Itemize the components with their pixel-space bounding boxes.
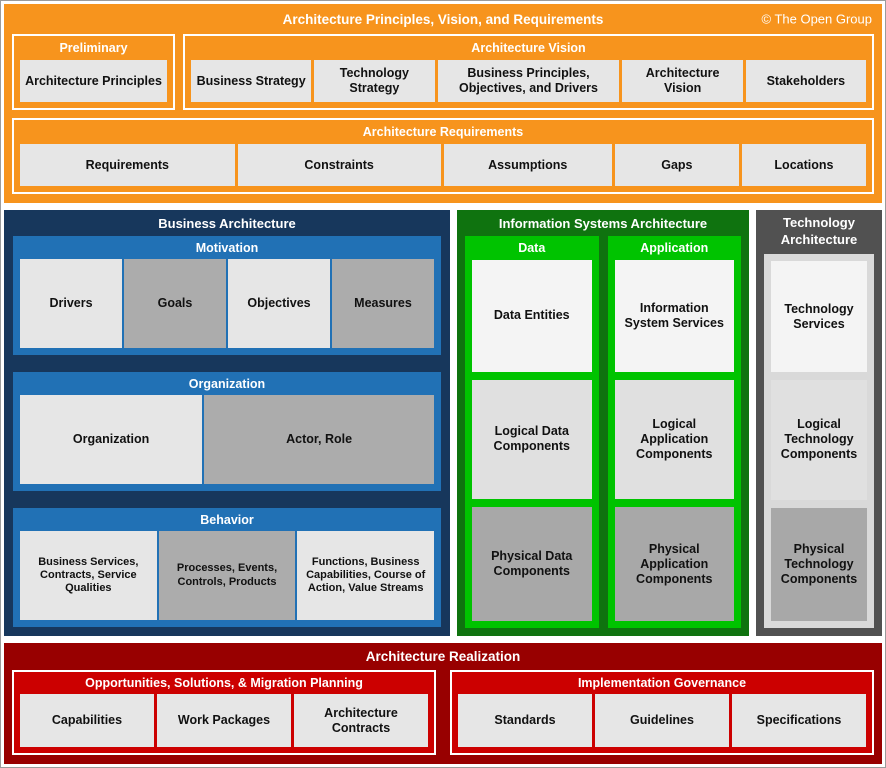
preliminary-vision-row: Preliminary Architecture Principles Arch… [12,34,874,110]
orange-band-header: Architecture Principles, Vision, and Req… [12,4,874,34]
cell-drivers: Drivers [20,259,122,348]
preliminary-box: Preliminary Architecture Principles [12,34,175,110]
architecture-vision-title: Architecture Vision [471,41,586,55]
cell-architecture-contracts: Architecture Contracts [294,694,428,747]
cell-architecture-vision: Architecture Vision [622,60,743,102]
cell-logical-application-components: Logical Application Components [614,379,734,500]
technology-architecture-section: Technology Architecture Technology Servi… [756,210,882,636]
technology-panel: Technology Services Logical Technology C… [764,254,874,628]
cell-physical-data-components: Physical Data Components [472,507,592,621]
architecture-vision-cells: Business Strategy Technology Strategy Bu… [185,60,872,108]
opportunities-cells: Capabilities Work Packages Architecture … [14,694,434,753]
architecture-realization-section: Architecture Realization Opportunities, … [4,643,882,764]
business-architecture-groups: Motivation Drivers Goals Objectives Meas… [13,236,441,627]
cell-architecture-principles: Architecture Principles [20,60,167,102]
information-systems-columns: Data Data Entities Logical Data Componen… [465,236,741,628]
copyright-notice: © The Open Group [761,11,872,27]
behavior-title: Behavior [200,512,254,527]
cell-functions-capabilities-course-of-action-value-streams: Functions, Business Capabilities, Course… [297,531,435,620]
cell-standards: Standards [458,694,592,747]
cell-capabilities: Capabilities [20,694,154,747]
preliminary-cells: Architecture Principles [14,60,173,108]
cell-logical-technology-components: Logical Technology Components [771,380,867,500]
motivation-cells: Drivers Goals Objectives Measures [13,259,441,355]
motivation-title: Motivation [195,240,259,255]
cell-data-entities: Data Entities [472,260,592,372]
cell-guidelines: Guidelines [595,694,729,747]
preliminary-title: Preliminary [59,41,128,55]
information-systems-architecture-title: Information Systems Architecture [498,215,708,231]
cell-measures: Measures [332,259,434,348]
cell-organization: Organization [20,395,203,484]
behavior-cells: Business Services, Contracts, Service Qu… [13,531,441,627]
cell-information-system-services: Information System Services [614,260,734,372]
organization-cells: Organization Actor, Role [13,395,441,491]
principles-vision-requirements-section: Architecture Principles, Vision, and Req… [4,4,882,203]
behavior-group: Behavior Business Services, Contracts, S… [13,508,441,627]
information-systems-architecture-section: Information Systems Architecture Data Da… [457,210,749,636]
architecture-requirements-title: Architecture Requirements [362,125,524,139]
application-stack: Information System Services Logical Appl… [614,260,734,621]
cell-requirements: Requirements [20,144,235,186]
cell-logical-data-components: Logical Data Components [472,379,592,500]
architecture-vision-box: Architecture Vision Business Strategy Te… [183,34,874,110]
cell-specifications: Specifications [732,694,866,747]
cell-assumptions: Assumptions [443,144,612,186]
data-stack: Data Entities Logical Data Components Ph… [472,260,592,621]
cell-physical-application-components: Physical Application Components [614,507,734,621]
cell-constraints: Constraints [237,144,441,186]
organization-group: Organization Organization Actor, Role [13,372,441,491]
cell-stakeholders: Stakeholders [745,60,866,102]
organization-title: Organization [188,376,266,391]
cell-physical-technology-components: Physical Technology Components [771,507,867,621]
cell-goals: Goals [124,259,226,348]
implementation-governance-title: Implementation Governance [577,676,747,690]
cell-business-strategy: Business Strategy [191,60,312,102]
architecture-domains-row: Business Architecture Motivation Drivers… [4,210,882,636]
cell-processes-events-controls-products: Processes, Events, Controls, Products [158,531,296,620]
architecture-requirements-cells: Requirements Constraints Assumptions Gap… [14,144,872,192]
cell-technology-strategy: Technology Strategy [314,60,435,102]
cell-business-services-contracts-service-qualities: Business Services, Contracts, Service Qu… [20,531,157,620]
technology-architecture-title: Technology Architecture [780,215,858,247]
application-title: Application [640,241,709,255]
application-column: Application Information System Services … [607,236,741,628]
cell-work-packages: Work Packages [157,694,291,747]
opportunities-solutions-migration-box: Opportunities, Solutions, & Migration Pl… [12,670,436,755]
cell-business-principles-objectives-drivers: Business Principles, Objectives, and Dri… [437,60,620,102]
requirements-row: Architecture Requirements Requirements C… [12,118,874,194]
governance-cells: Standards Guidelines Specifications [452,694,872,753]
cell-objectives: Objectives [228,259,330,348]
opportunities-solutions-migration-title: Opportunities, Solutions, & Migration Pl… [85,676,363,690]
motivation-group: Motivation Drivers Goals Objectives Meas… [13,236,441,355]
cell-locations: Locations [741,144,866,186]
business-architecture-title: Business Architecture [158,215,296,231]
cell-gaps: Gaps [614,144,739,186]
cell-actor-role: Actor, Role [204,395,434,484]
data-title: Data [518,241,546,255]
technology-stack: Technology Services Logical Technology C… [771,261,867,621]
architecture-requirements-box: Architecture Requirements Requirements C… [12,118,874,194]
realization-boxes: Opportunities, Solutions, & Migration Pl… [12,670,874,755]
business-architecture-section: Business Architecture Motivation Drivers… [4,210,450,636]
architecture-realization-title: Architecture Realization [365,649,521,664]
data-column: Data Data Entities Logical Data Componen… [465,236,599,628]
implementation-governance-box: Implementation Governance Standards Guid… [450,670,874,755]
cell-technology-services: Technology Services [771,261,867,373]
orange-band-title: Architecture Principles, Vision, and Req… [282,11,604,27]
